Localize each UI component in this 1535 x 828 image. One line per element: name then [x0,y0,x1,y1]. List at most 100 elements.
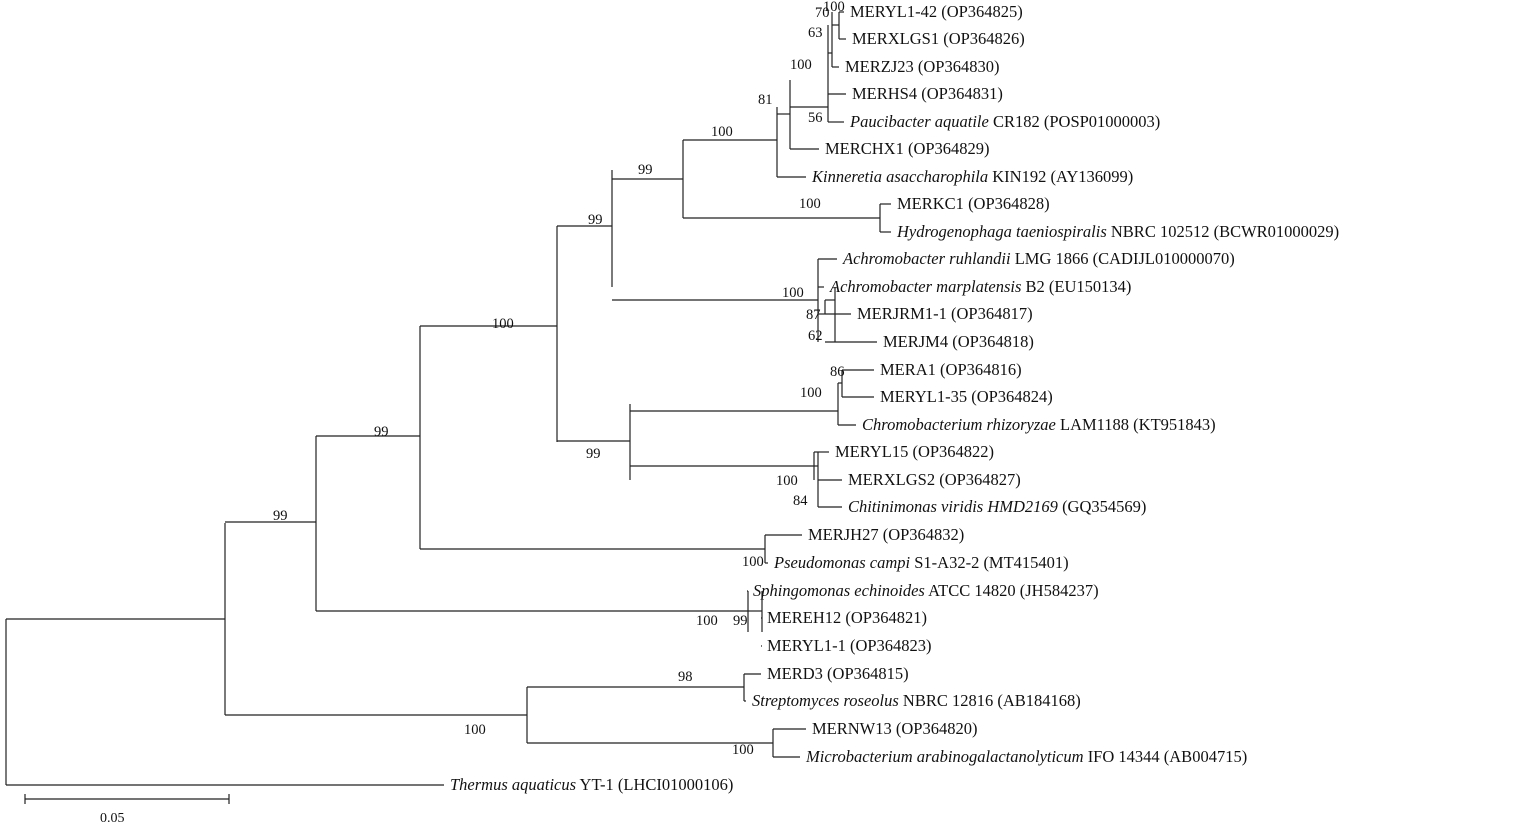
taxon-name: MERYL15 [835,442,908,461]
bootstrap-value: 100 [800,385,822,401]
taxon-label: Microbacterium arabinogalactanolyticum I… [805,747,1247,766]
taxon-name: Thermus aquaticus [450,775,576,794]
taxon-accession: (OP364823) [846,636,932,655]
scale-bar: 0.05 [24,794,230,826]
bootstrap-value: 84 [793,493,808,509]
bootstrap-value: 100 [823,0,845,15]
bootstrap-value: 99 [638,162,653,178]
bootstrap-value: 100 [711,124,733,140]
taxon-accession: (OP364817) [947,304,1033,323]
bootstrap-value: 87 [806,307,821,323]
taxon-name: MERA1 [880,360,936,379]
taxon-name: Kinneretia asaccharophila [811,167,988,186]
taxon-name: MERJRM1-1 [857,304,947,323]
leaf-labels: MERYL1-42 (OP364825) MERXLGS1 (OP364826) M… [450,2,1339,794]
taxon-label: MERXLGS1 (OP364826) [852,29,1025,48]
taxon-label: MERYL1-35 (OP364824) [880,387,1053,406]
taxon-name: Achromobacter ruhlandii [842,249,1011,268]
bootstrap-value: 63 [808,25,823,41]
taxon-name: Streptomyces roseolus [752,691,899,710]
taxon-name: MERHS4 [852,84,917,103]
taxon-accession: S1-A32-2 (MT415401) [910,553,1069,572]
bootstrap-value: 100 [464,722,486,738]
taxon-label: MERNW13 (OP364820) [812,719,977,738]
taxon-name: Achromobacter marplatensis [829,277,1021,296]
bootstrap-value: 81 [758,92,773,108]
bootstrap-value: 98 [678,669,693,685]
taxon-label: MERJH27 (OP364832) [808,525,964,544]
taxon-name: Pseudomonas campi [773,553,911,572]
taxon-label: MERD3 (OP364815) [767,664,909,683]
taxon-label: Chromobacterium rhizoryzae LAM1188 (KT95… [862,415,1216,434]
taxon-name: Chromobacterium rhizoryzae [862,415,1056,434]
bootstrap-value: 99 [273,508,288,524]
taxon-name: MERKC1 [897,194,964,213]
taxon-accession: NBRC 12816 (AB184168) [899,691,1081,710]
taxon-label: MERJRM1-1 (OP364817) [857,304,1033,323]
taxon-label: Sphingomonas echinoides ATCC 14820 (JH58… [753,581,1099,600]
taxon-label: Chitinimonas viridis HMD2169 (GQ354569) [848,497,1146,516]
taxon-label: Kinneretia asaccharophila KIN192 (AY1360… [811,167,1133,186]
taxon-accession: (OP364816) [936,360,1022,379]
taxon-accession: (OP364826) [939,29,1025,48]
bootstrap-values: 7063100568110099100991008762861008410099… [273,0,845,758]
taxon-label: MERYL1-42 (OP364825) [850,2,1023,21]
bootstrap-value: 99 [588,212,603,228]
taxon-label: MERA1 (OP364816) [880,360,1022,379]
taxon-accession: LMG 1866 (CADIJL010000070) [1011,249,1235,268]
taxon-accession: (OP364821) [841,608,927,627]
taxon-label: MERKC1 (OP364828) [897,194,1050,213]
taxon-accession: (GQ354569) [1058,497,1146,516]
taxon-name: MERXLGS2 [848,470,935,489]
taxon-accession: (OP364820) [892,719,978,738]
taxon-label: MERJM4 (OP364818) [883,332,1034,351]
taxon-name: MERJH27 [808,525,879,544]
taxon-accession: ATCC 14820 (JH584237) [925,581,1099,600]
taxon-label: MERXLGS2 (OP364827) [848,470,1021,489]
taxon-label: Pseudomonas campi S1-A32-2 (MT415401) [773,553,1069,572]
taxon-name: MERZJ23 [845,57,914,76]
taxon-accession: YT-1 (LHCI01000106) [576,775,733,794]
taxon-name: Sphingomonas echinoides [753,581,925,600]
taxon-name: MERJM4 [883,332,948,351]
taxon-accession: (OP364824) [967,387,1053,406]
bootstrap-value: 100 [742,554,764,570]
bootstrap-value: 100 [696,613,718,629]
taxon-name: Chitinimonas viridis HMD2169 [848,497,1058,516]
taxon-name: MEREH12 [767,608,841,627]
taxon-name: MERYL1-42 [850,2,937,21]
taxon-accession: (OP364815) [823,664,909,683]
taxon-name: MERCHX1 [825,139,904,158]
bootstrap-value: 99 [733,613,748,629]
taxon-accession: B2 (EU150134) [1021,277,1131,296]
bootstrap-value: 99 [586,446,601,462]
taxon-name: Paucibacter aquatile [849,112,989,131]
bootstrap-value: 100 [782,285,804,301]
bootstrap-value: 56 [808,110,823,126]
taxon-label: MERZJ23 (OP364830) [845,57,999,76]
taxon-name: MERNW13 [812,719,892,738]
bootstrap-value: 99 [374,424,389,440]
scale-bar-label: 0.05 [100,811,125,826]
bootstrap-value: 86 [830,364,845,380]
taxon-label: Paucibacter aquatile CR182 (POSP01000003… [849,112,1160,131]
taxon-label: MERCHX1 (OP364829) [825,139,990,158]
taxon-label: MEREH12 (OP364821) [767,608,927,627]
taxon-accession: NBRC 102512 (BCWR01000029) [1107,222,1339,241]
bootstrap-value: 100 [732,742,754,758]
bootstrap-value: 62 [808,328,823,344]
tree-branches [5,11,891,786]
bootstrap-value: 100 [799,196,821,212]
taxon-label: MERYL15 (OP364822) [835,442,994,461]
bootstrap-value: 100 [492,316,514,332]
bootstrap-value: 70 [815,5,830,21]
taxon-accession: LAM1188 (KT951843) [1056,415,1216,434]
taxon-accession: (OP364830) [914,57,1000,76]
taxon-label: Streptomyces roseolus NBRC 12816 (AB1841… [752,691,1081,710]
taxon-accession: (OP364832) [879,525,965,544]
taxon-accession: (OP364827) [935,470,1021,489]
taxon-label: MERYL1-1 (OP364823) [767,636,932,655]
bootstrap-value: 100 [776,473,798,489]
taxon-label: MERHS4 (OP364831) [852,84,1003,103]
